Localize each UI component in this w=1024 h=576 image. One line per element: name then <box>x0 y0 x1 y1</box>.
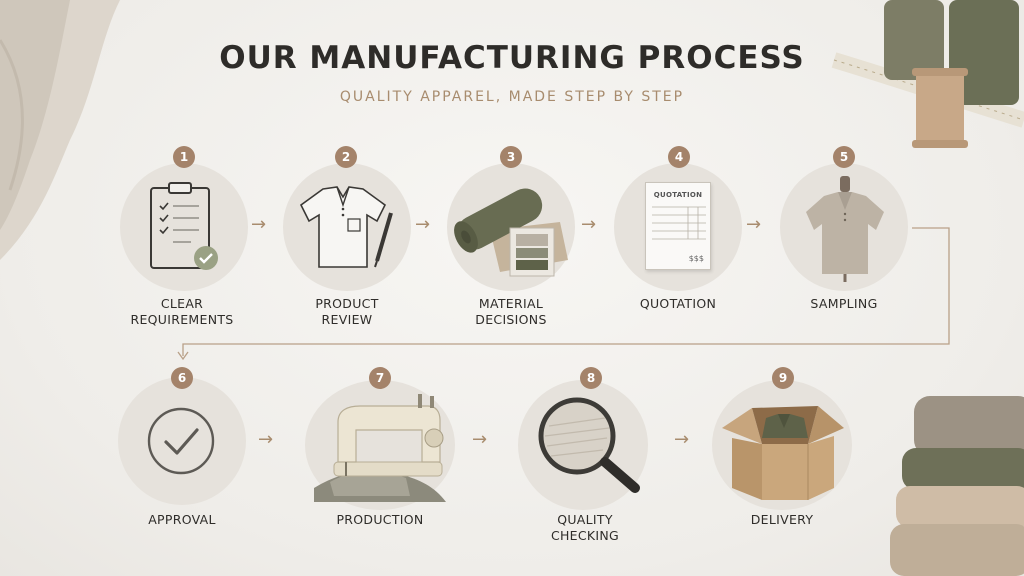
step-number-badge: 5 <box>833 146 855 168</box>
step-number-badge: 9 <box>772 367 794 389</box>
folded-garments-decoration <box>890 396 1024 576</box>
fabric-drape-decoration <box>0 0 120 260</box>
step-number-badge: 8 <box>580 367 602 389</box>
step-label: MATERIAL DECISIONS <box>431 296 591 328</box>
page-title: OUR MANUFACTURING PROCESS <box>219 40 805 76</box>
thread-spools-decoration <box>831 0 1024 148</box>
step-label: APPROVAL <box>102 512 262 528</box>
arrow-right-icon: → <box>258 429 274 450</box>
arrow-right-icon: → <box>581 214 597 235</box>
step-label: QUOTATION <box>598 296 758 312</box>
step-number-badge: 4 <box>668 146 690 168</box>
step-label-line1: CLEAR <box>160 296 204 311</box>
step-number-badge: 6 <box>171 367 193 389</box>
step-number-badge: 3 <box>500 146 522 168</box>
clipboard-checklist-icon <box>150 182 218 270</box>
step-label-line1: QUOTATION <box>639 296 717 311</box>
step-number-badge: 2 <box>335 146 357 168</box>
quotation-document-icon: QUOTATION $$$ <box>645 182 711 270</box>
step-label-line1: DELIVERY <box>750 512 814 527</box>
arrow-right-icon: → <box>746 214 762 235</box>
step-label: DELIVERY <box>702 512 862 528</box>
quotation-currency: $$$ <box>688 254 704 263</box>
fabric-roll-icon <box>454 188 568 277</box>
sewing-machine-icon <box>314 394 446 502</box>
step-label-line1: PRODUCTION <box>336 512 424 527</box>
magnifying-glass-icon <box>538 397 640 493</box>
step-label-line1: SAMPLING <box>810 296 878 311</box>
step-label: PRODUCT REVIEW <box>267 296 427 328</box>
step-label-line2: DECISIONS <box>475 312 547 327</box>
step-label-line1: APPROVAL <box>148 512 216 527</box>
arrow-right-icon: → <box>415 214 431 235</box>
checkmark-icon <box>147 407 215 475</box>
step-label: QUALITY CHECKING <box>505 512 665 544</box>
quotation-heading: QUOTATION <box>653 191 703 199</box>
mannequin-shirt-icon <box>806 176 884 282</box>
step-label-line2: CHECKING <box>550 528 620 543</box>
step-circle <box>118 377 246 505</box>
step-label-line2: REQUIREMENTS <box>130 312 234 327</box>
quotation-table-lines <box>652 206 706 240</box>
step-number-badge: 7 <box>369 367 391 389</box>
arrow-right-icon: → <box>674 429 690 450</box>
arrow-right-icon: → <box>472 429 488 450</box>
step-label-line2: REVIEW <box>321 312 373 327</box>
step-label: SAMPLING <box>764 296 924 312</box>
step-number-badge: 1 <box>173 146 195 168</box>
open-box-icon <box>722 406 844 500</box>
step-label: PRODUCTION <box>300 512 460 528</box>
step-label-line1: MATERIAL <box>478 296 544 311</box>
step-label-line1: PRODUCT <box>315 296 379 311</box>
arrow-right-icon: → <box>251 214 267 235</box>
step-label: CLEAR REQUIREMENTS <box>102 296 262 328</box>
page-subtitle: QUALITY APPAREL, MADE STEP BY STEP <box>339 89 685 105</box>
step-label-line1: QUALITY <box>557 512 613 527</box>
polo-shirt-sketch-icon <box>299 186 393 268</box>
